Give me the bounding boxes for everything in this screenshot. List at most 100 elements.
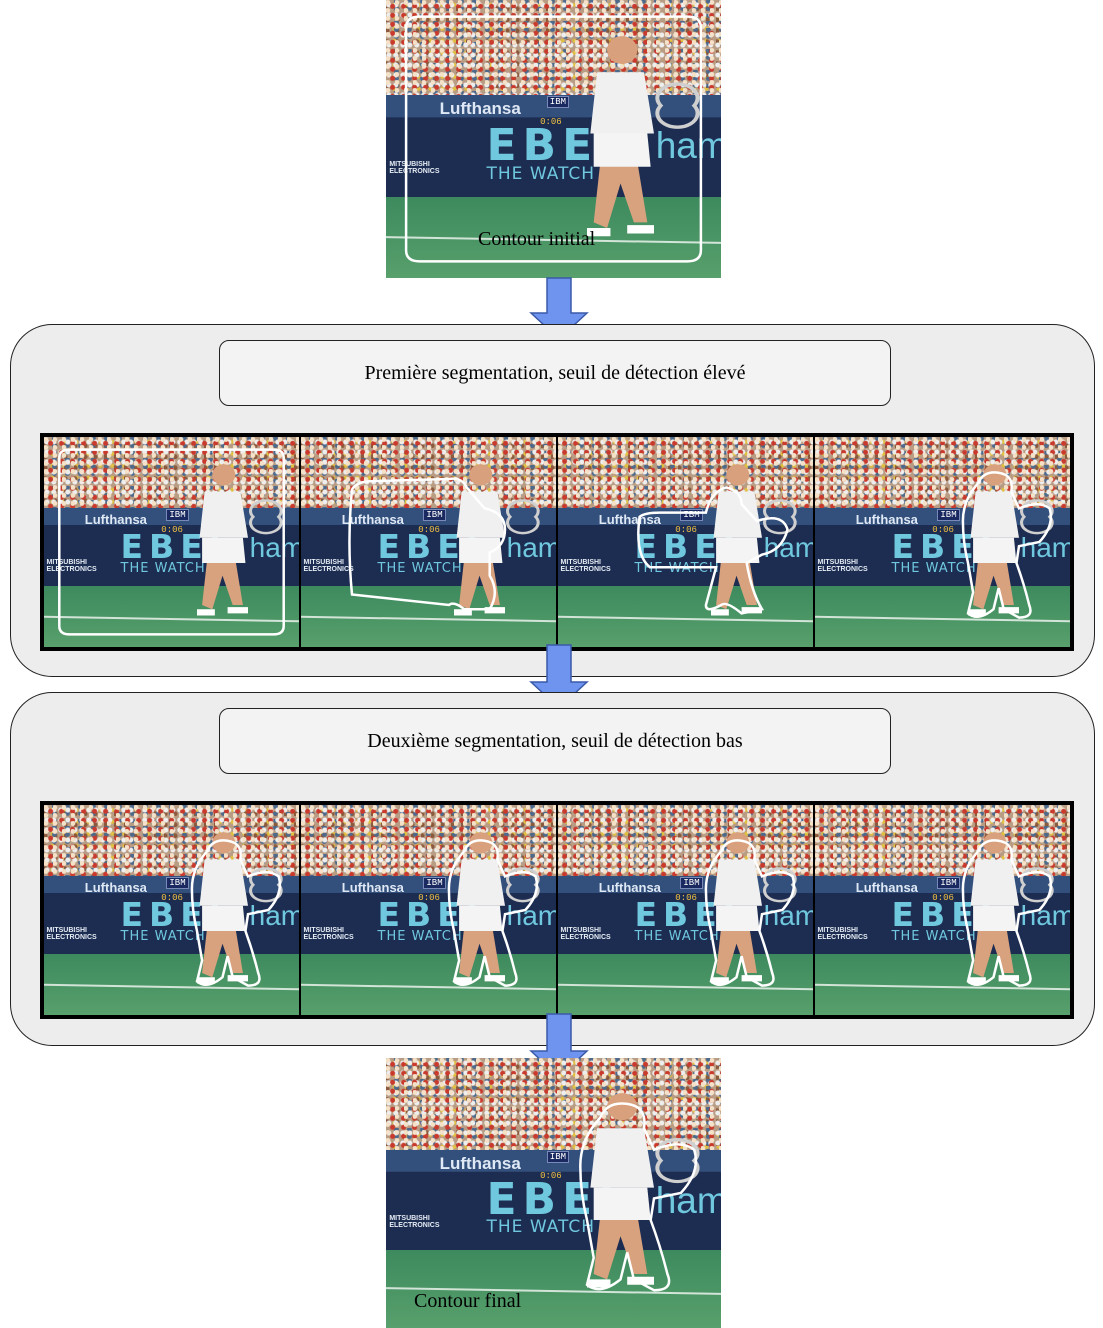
player-racket xyxy=(763,499,797,535)
tennis-player xyxy=(968,464,1054,616)
segmentation-contour xyxy=(963,472,1051,617)
player-shoes xyxy=(587,225,654,237)
crowd-background xyxy=(301,437,556,509)
ham-text: ham xyxy=(763,899,813,931)
ham-text: ham xyxy=(249,899,299,931)
scoreboard-digits: 0:06 xyxy=(161,893,183,904)
mitsubishi-line-2: ELECTRONICS xyxy=(560,565,611,573)
player-racket xyxy=(1020,499,1054,535)
player-shorts xyxy=(459,905,503,931)
segmentation-contour xyxy=(963,840,1051,985)
player-shorts xyxy=(593,133,651,167)
mitsubishi-line-2: ELECTRONICS xyxy=(817,933,868,941)
ham-text: ham xyxy=(506,531,556,563)
ibm-logo: IBM xyxy=(680,877,703,890)
player-head xyxy=(212,832,236,854)
crowd-background xyxy=(558,437,813,509)
segmentation-contour xyxy=(406,17,701,262)
player-shorts xyxy=(973,537,1017,563)
scoreboard-digits: 0:06 xyxy=(675,525,697,536)
ham-text: ham xyxy=(506,899,556,931)
player-shorts xyxy=(593,1187,651,1220)
the-watch-text: THE WATCH xyxy=(891,560,977,576)
segmentation-contour xyxy=(638,487,787,613)
segmentation-contour-overlay xyxy=(386,0,721,278)
player-shorts xyxy=(716,537,760,563)
ibm-logo: IBM xyxy=(937,509,960,522)
player-legs xyxy=(202,558,243,610)
ham-text: ham xyxy=(655,1179,721,1221)
lufthansa-text: Lufthansa xyxy=(341,511,404,527)
player-shirt xyxy=(590,72,654,134)
scoreboard-digits: 0:06 xyxy=(418,525,440,536)
ham-text: ham xyxy=(763,531,813,563)
player-head xyxy=(607,36,638,64)
scoreboard-digits: 0:06 xyxy=(675,893,697,904)
player-racket xyxy=(763,867,797,903)
the-watch-text: THE WATCH xyxy=(634,928,720,944)
segmentation-contour xyxy=(349,479,505,610)
final-contour-caption: Contour final xyxy=(414,1290,522,1312)
ham-text: ham xyxy=(655,125,721,167)
segmentation-contour xyxy=(192,840,280,985)
scoreboard-digits: 0:06 xyxy=(932,525,954,536)
segmentation-contour-overlay xyxy=(558,437,813,647)
lufthansa-text: Lufthansa xyxy=(84,879,147,895)
tennis-player xyxy=(197,832,283,984)
tennis-player xyxy=(711,832,797,984)
segmentation-contour-overlay xyxy=(301,437,556,647)
mitsubishi-line-1: MITSUBISHI xyxy=(560,558,601,566)
player-shirt xyxy=(456,491,505,538)
stage-1-label: Première segmentation, seuil de détectio… xyxy=(219,340,891,406)
mitsubishi-line-2: ELECTRONICS xyxy=(46,933,97,941)
tennis-player xyxy=(454,832,540,984)
ham-text: ham xyxy=(249,531,299,563)
player-head xyxy=(607,1093,638,1121)
segmentation-contour-overlay xyxy=(301,805,556,1015)
player-shirt xyxy=(199,859,248,906)
player-shorts xyxy=(716,905,760,931)
player-racket xyxy=(655,1138,700,1184)
lufthansa-text: Lufthansa xyxy=(84,511,147,527)
mitsubishi-line-2: ELECTRONICS xyxy=(303,565,354,573)
mitsubishi-line-1: MITSUBISHI xyxy=(303,558,344,566)
segmentation-contour-overlay xyxy=(44,437,299,647)
segmentation-contour-overlay xyxy=(815,805,1070,1015)
player-racket xyxy=(249,867,283,903)
player-legs xyxy=(716,926,757,978)
player-shirt xyxy=(970,491,1019,538)
mitsubishi-line-2: ELECTRONICS xyxy=(389,1221,440,1229)
tennis-player xyxy=(711,464,797,616)
mitsubishi-line-2: ELECTRONICS xyxy=(389,168,440,176)
player-legs xyxy=(202,926,243,978)
the-watch-text: THE WATCH xyxy=(377,560,463,576)
player-shirt xyxy=(970,859,1019,906)
player-legs xyxy=(973,926,1014,978)
player-head xyxy=(469,464,493,486)
player-legs xyxy=(973,558,1014,610)
ibm-logo: IBM xyxy=(166,877,189,890)
the-watch-text: THE WATCH xyxy=(120,560,206,576)
tennis-player xyxy=(587,1093,700,1288)
crowd-background xyxy=(44,805,299,877)
player-head xyxy=(726,464,750,486)
scoreboard-digits: 0:06 xyxy=(161,525,183,536)
lufthansa-text: Lufthansa xyxy=(439,98,521,118)
mitsubishi-line-1: MITSUBISHI xyxy=(389,1214,430,1222)
player-head xyxy=(212,464,236,486)
segmentation-contour-overlay xyxy=(558,805,813,1015)
player-racket xyxy=(655,82,700,129)
scoreboard-digits: 0:06 xyxy=(540,116,562,127)
player-head xyxy=(983,832,1007,854)
